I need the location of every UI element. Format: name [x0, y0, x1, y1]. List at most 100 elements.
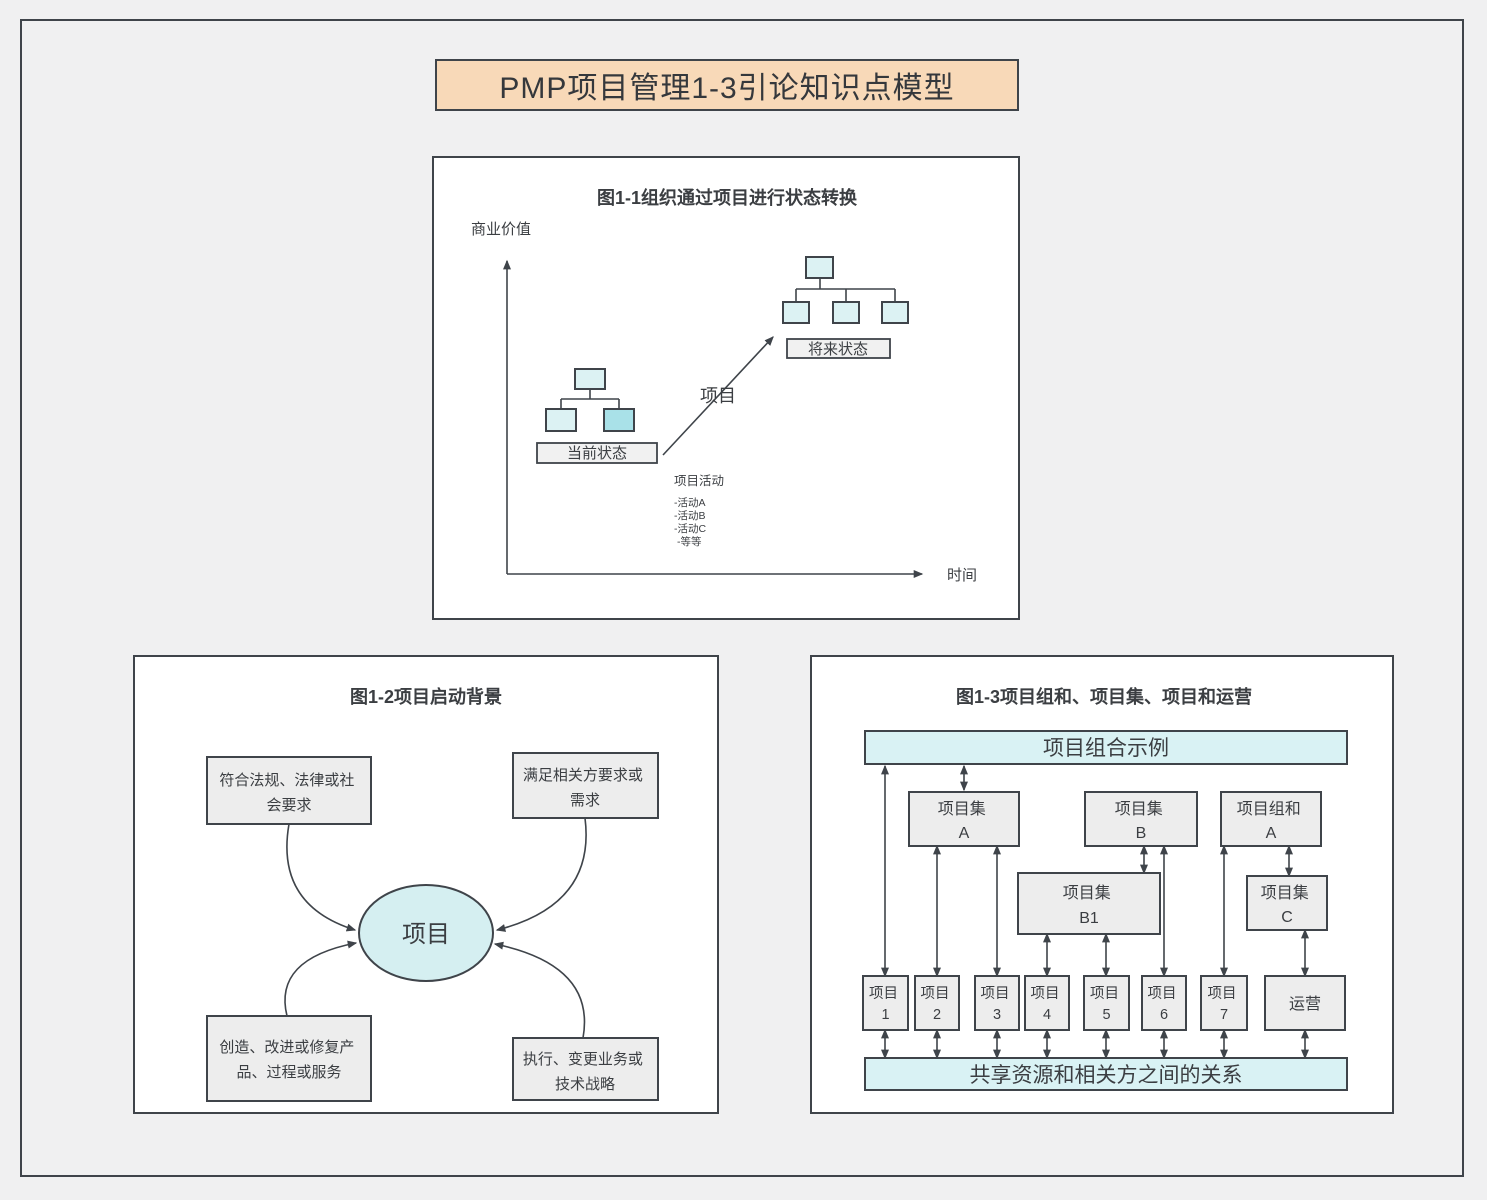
- figure1-y-axis-label: 商业价值: [471, 221, 531, 238]
- operations-label: 运营: [1289, 995, 1321, 1013]
- cause-text: 创造、改进或修复产: [219, 1038, 354, 1056]
- cause-box-bottom-right: 执行、变更业务或 技术战略: [512, 1037, 659, 1101]
- portfolio-a-box: 项目组和 A: [1220, 791, 1322, 847]
- arrow-bottom-right-to-project: [493, 941, 586, 1039]
- project-5-box: 项目 5: [1083, 975, 1130, 1031]
- svg-text:项目 2: 项目 2: [920, 986, 953, 1023]
- program-b-box: 项目集 B: [1084, 791, 1198, 847]
- figure2-panel: 图1-2项目启动背景 符合法规、法律或社 会要求 满足相关方要求或 需求: [133, 655, 719, 1114]
- project-6-box: 项目 6: [1141, 975, 1187, 1031]
- current-state-label: 当前状态: [567, 445, 627, 462]
- program-c-label: 项目集: [1261, 884, 1309, 902]
- program-a-label: A: [959, 825, 970, 842]
- future-state-label: 将来状态: [808, 341, 868, 358]
- shared-resources-banner: [864, 1057, 1348, 1091]
- program-c-label: C: [1281, 909, 1293, 926]
- page-title: PMP项目管理1-3引论知识点模型: [435, 59, 1019, 111]
- svg-text:项目集 B1: 项目集 B1: [1063, 884, 1115, 927]
- figure3-diagram: 图1-3项目组和、项目集、项目和运营: [862, 686, 1348, 1091]
- figure1-panel: 图1-1组织通过项目进行状态转换 商业价值 时间 当前状态 项目: [432, 156, 1020, 620]
- cause-text: 会要求: [266, 797, 311, 814]
- activity-item: -活动B: [674, 510, 706, 522]
- cause-box-bottom-left: 创造、改进或修复产 品、过程或服务: [206, 1015, 372, 1102]
- project-ellipse: [358, 884, 494, 982]
- svg-text:项目集 B: 项目集 B: [1115, 800, 1167, 842]
- figure1-x-axis-label: 时间: [947, 567, 977, 584]
- program-a-label: 项目集: [938, 800, 986, 818]
- arrow-top-left-to-project: [286, 823, 357, 932]
- svg-text:项目 4: 项目 4: [1030, 986, 1063, 1023]
- cause-text: 技术战略: [555, 1076, 615, 1093]
- project-label: 项目: [1147, 986, 1176, 1002]
- project-label: 项目: [1030, 986, 1059, 1002]
- project-1-box: 项目 1: [862, 975, 909, 1031]
- org-node: [805, 256, 834, 279]
- program-b1-label: 项目集: [1063, 884, 1111, 902]
- cause-text: 需求: [570, 792, 600, 809]
- transition-arrow: [662, 336, 774, 456]
- operations-box: 运营: [1264, 975, 1346, 1031]
- activity-item: -活动C: [674, 523, 706, 535]
- shared-resources-label: 共享资源和相关方之间的关系: [970, 1064, 1243, 1087]
- program-c-box: 项目集 C: [1246, 875, 1328, 931]
- project-label: 5: [1102, 1007, 1110, 1023]
- figure3-connectors: [881, 764, 1309, 1060]
- cause-text: 执行、变更业务或: [523, 1051, 643, 1068]
- figure2-diagram: 图1-2项目启动背景 符合法规、法律或社 会要求 满足相关方要求或 需求: [206, 686, 659, 1102]
- svg-text:符合法规、法律或社 会要求: 符合法规、法律或社 会要求: [219, 772, 358, 814]
- project-label: 7: [1220, 1007, 1228, 1023]
- svg-text:项目 6: 项目 6: [1147, 986, 1180, 1023]
- project-4-box: 项目 4: [1024, 975, 1070, 1031]
- org-node-highlight: [603, 408, 635, 432]
- svg-text:项目 3: 项目 3: [980, 986, 1013, 1023]
- portfolio-example-label: 项目组合示例: [1043, 737, 1169, 760]
- cause-text: 满足相关方要求或: [523, 767, 643, 784]
- svg-text:创造、改进或修复产 品、过程或服务: 创造、改进或修复产 品、过程或服务: [219, 1038, 358, 1081]
- svg-text:满足相关方要求或 需求: 满足相关方要求或 需求: [523, 767, 647, 809]
- cause-text: 符合法规、法律或社: [219, 772, 354, 789]
- project-3-box: 项目 3: [974, 975, 1020, 1031]
- project-label: 2: [933, 1007, 941, 1023]
- portfolio-example-banner: [864, 730, 1348, 765]
- program-b-label: B: [1136, 825, 1147, 842]
- project-label: 项目: [1207, 986, 1236, 1002]
- activity-item: -等等: [677, 535, 702, 548]
- activities-title: 项目活动: [674, 474, 724, 488]
- org-node: [832, 301, 860, 324]
- org-node: [782, 301, 810, 324]
- cause-text: 品、过程或服务: [236, 1064, 341, 1081]
- program-a-box: 项目集 A: [908, 791, 1020, 847]
- project-ellipse-label: 项目: [402, 921, 450, 948]
- portfolio-a-label: A: [1266, 825, 1277, 842]
- project-label: 4: [1043, 1007, 1051, 1023]
- org-chart-current-state: 当前状态: [536, 368, 658, 464]
- svg-text:项目集 A: 项目集 A: [938, 800, 990, 842]
- org-node: [545, 408, 577, 432]
- org-node: [881, 301, 909, 324]
- program-b-label: 项目集: [1115, 800, 1163, 818]
- svg-text:执行、变更业务或 技术战略: 执行、变更业务或 技术战略: [523, 1051, 647, 1093]
- transition-arrow-label: 项目: [700, 386, 736, 406]
- figure1-diagram: 图1-1组织通过项目进行状态转换 商业价值 时间 当前状态 项目: [471, 187, 977, 584]
- svg-text:项目 7: 项目 7: [1207, 986, 1240, 1023]
- figure3-panel: 图1-3项目组和、项目集、项目和运营: [810, 655, 1394, 1114]
- project-2-box: 项目 2: [914, 975, 960, 1031]
- portfolio-a-label: 项目组和: [1237, 800, 1301, 818]
- figure3-title: 图1-3项目组和、项目集、项目和运营: [956, 686, 1252, 707]
- page-border: [20, 19, 1464, 1177]
- svg-text:项目 5: 项目 5: [1090, 986, 1123, 1023]
- arrow-bottom-left-to-project: [284, 940, 358, 1017]
- org-chart-future-state: 将来状态: [782, 256, 909, 359]
- project-label: 项目: [920, 986, 949, 1002]
- project-label: 3: [993, 1007, 1001, 1023]
- future-state-label-box: [786, 338, 891, 359]
- project-label: 项目: [1090, 986, 1119, 1002]
- svg-text:项目集 C: 项目集 C: [1261, 884, 1313, 926]
- project-label: 6: [1160, 1007, 1168, 1023]
- figure2-title: 图1-2项目启动背景: [350, 686, 502, 707]
- project-label: 项目: [869, 986, 898, 1002]
- program-b1-label: B1: [1079, 910, 1099, 927]
- svg-text:项目组和 A: 项目组和 A: [1237, 800, 1305, 842]
- cause-box-top-left: 符合法规、法律或社 会要求: [206, 756, 372, 825]
